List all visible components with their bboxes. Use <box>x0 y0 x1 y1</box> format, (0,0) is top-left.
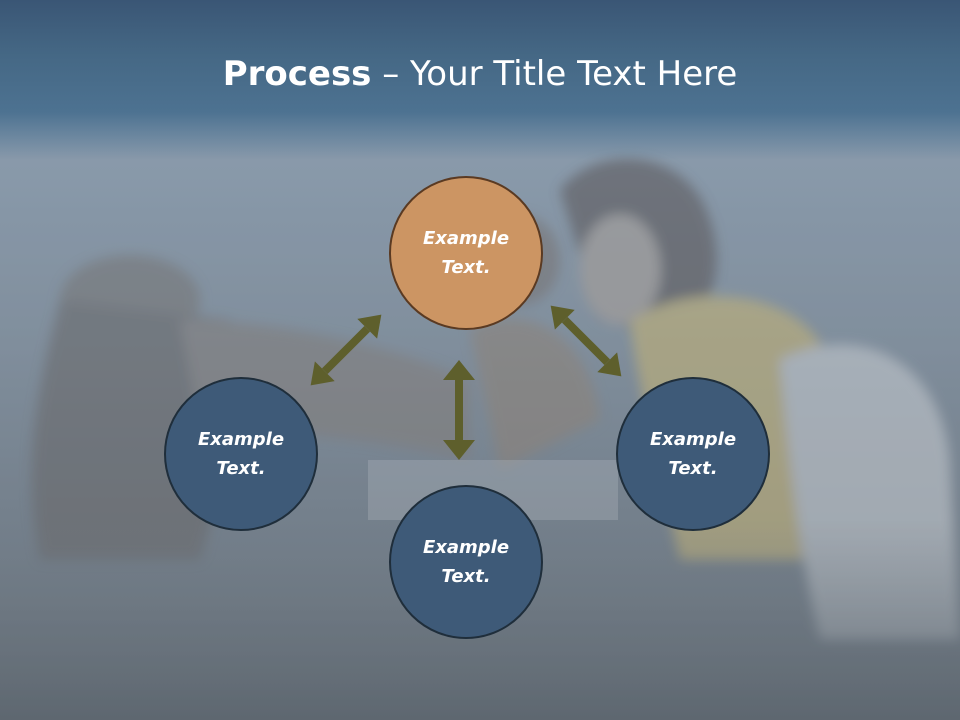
arrow-top-left <box>310 314 382 386</box>
node-top-text: Example Text. <box>422 228 510 278</box>
node-left-text: Example Text. <box>197 429 285 479</box>
title-rest: – Your Title Text Here <box>371 54 738 94</box>
title-band <box>0 0 960 160</box>
arrow-vertical <box>443 360 475 460</box>
process-node-right: Example Text. <box>616 377 770 531</box>
process-node-left: Example Text. <box>164 377 318 531</box>
slide-title: Process – Your Title Text Here <box>0 52 960 96</box>
node-bottom-text: Example Text. <box>422 537 510 587</box>
process-node-bottom: Example Text. <box>389 485 543 639</box>
process-node-top: Example Text. <box>389 176 543 330</box>
arrow-top-right <box>550 305 622 377</box>
title-strong: Process <box>222 54 372 94</box>
node-right-text: Example Text. <box>649 429 737 479</box>
